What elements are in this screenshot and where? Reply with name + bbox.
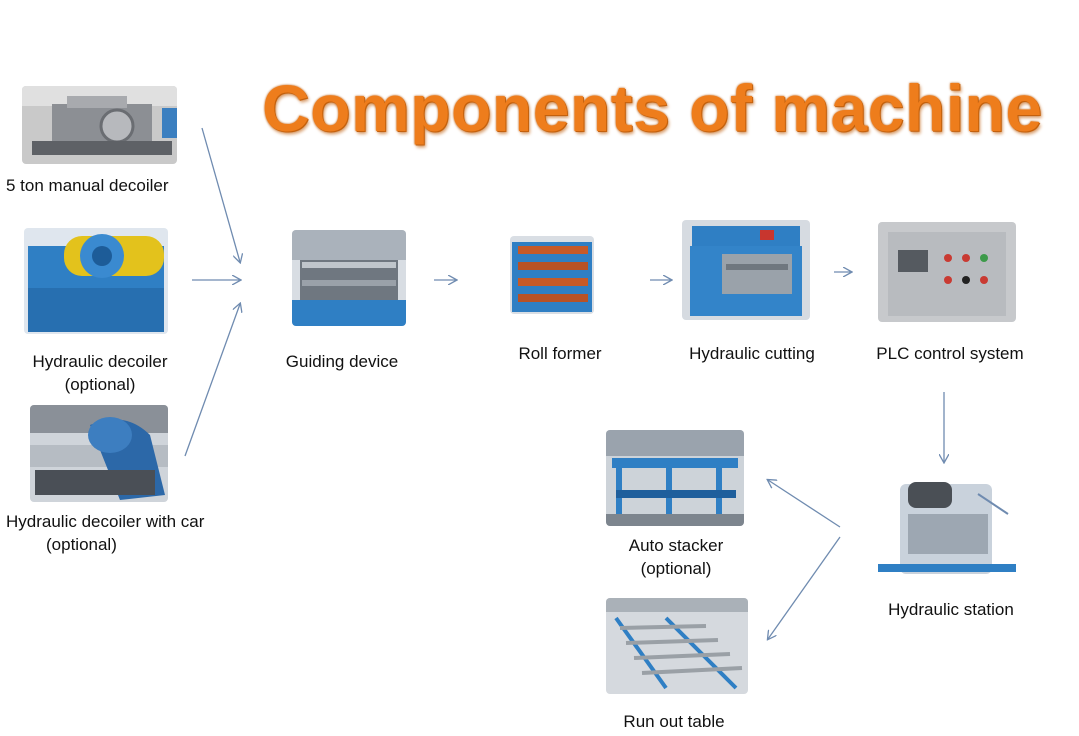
hydraulic-decoiler-label: Hydraulic decoiler (optional)	[32, 352, 168, 394]
manual-decoiler-label: 5 ton manual decoiler	[6, 176, 169, 195]
hydraulic-decoiler-car-label: Hydraulic decoiler with car (optional)	[6, 512, 205, 554]
hydraulic-station-label: Hydraulic station	[888, 600, 1014, 619]
plc-control-image	[878, 222, 1016, 322]
arrow-car-to-guiding	[184, 304, 240, 457]
auto-stacker-image	[606, 430, 744, 526]
roll-former-label: Roll former	[518, 344, 602, 363]
guiding-device-image	[292, 230, 406, 326]
page-title: Components of machine	[262, 71, 1043, 145]
hydraulic-cutting-label: Hydraulic cutting	[689, 344, 815, 363]
guiding-device-label: Guiding device	[285, 352, 399, 371]
run-out-table-image	[606, 598, 748, 694]
arrow-manual-to-guiding	[201, 127, 240, 262]
run-out-table-label: Run out table	[623, 712, 725, 731]
hydraulic-station-image	[878, 474, 1016, 580]
hydraulic-cutting-image	[682, 220, 810, 320]
roll-former-image	[510, 236, 594, 314]
arrow-station-to-table	[768, 536, 841, 639]
auto-stacker-label: Auto stacker (optional)	[628, 536, 724, 578]
plc-control-label: PLC control system	[876, 344, 1024, 363]
hydraulic-decoiler-car-image	[30, 405, 168, 502]
manual-decoiler-image	[22, 86, 177, 164]
arrow-station-to-stacker	[768, 480, 841, 528]
hydraulic-decoiler-image	[24, 228, 168, 334]
